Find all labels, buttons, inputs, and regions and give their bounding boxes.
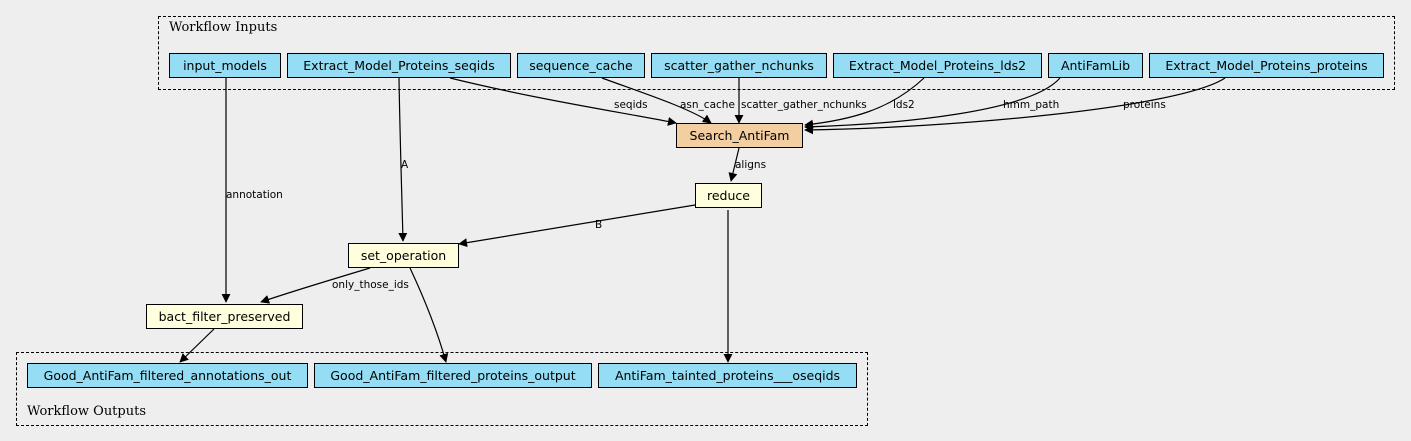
edge-label-only-those-ids: only_those_ids [332,279,409,291]
input-node-sequence-cache[interactable]: sequence_cache [517,53,645,78]
edge-seqids-to-set-operation [398,77,408,242]
input-node-extract-model-proteins-proteins[interactable]: Extract_Model_Proteins_proteins [1149,53,1384,78]
edge-label-annotation: annotation [226,189,283,201]
output-node-good-antifam-filtered-proteins-output[interactable]: Good_AntiFam_filtered_proteins_output [314,363,592,388]
workflow-outputs-cluster: Workflow Outputs [16,352,868,426]
edge-set-operation-to-bact-filter [260,267,371,304]
edge-seqids-to-search [449,77,677,126]
input-node-extract-model-proteins-seqids[interactable]: Extract_Model_Proteins_seqids [287,53,511,78]
step-node-search-antifam[interactable]: Search_AntiFam [676,123,803,148]
edge-reduce-to-set-operation [458,204,696,248]
edge-antifamlib-to-search [804,77,1061,132]
step-node-set-operation[interactable]: set_operation [348,243,459,268]
workflow-inputs-cluster: Workflow Inputs [158,16,1395,90]
edge-label-scatter-gather-nchunks: scatter_gather_nchunks [741,99,867,111]
edge-label-lds2: lds2 [893,99,915,111]
output-node-antifam-tainted-proteins-oseqids[interactable]: AntiFam_tainted_proteins___oseqids [598,363,857,388]
input-node-antifamlib[interactable]: AntiFamLib [1048,53,1143,78]
edge-label-a: A [401,159,409,171]
edge-label-seqids: seqids [614,99,648,111]
input-node-scatter-gather-nchunks[interactable]: scatter_gather_nchunks [651,53,827,78]
edge-search-to-reduce [728,147,740,182]
edge-set-operation-to-proteins-output [409,267,449,363]
edge-label-hmm-path: hmm_path [1003,99,1059,111]
input-node-input-models[interactable]: input_models [169,53,281,78]
edge-label-b: B [595,219,602,231]
edge-sequence-cache-to-search [601,77,712,124]
output-node-good-antifam-filtered-annotations-out[interactable]: Good_AntiFam_filtered_annotations_out [27,363,308,388]
step-node-bact-filter-preserved[interactable]: bact_filter_preserved [146,304,303,329]
edge-label-asn-cache: asn_cache [680,99,735,111]
input-node-extract-model-proteins-lds2[interactable]: Extract_Model_Proteins_lds2 [833,53,1042,78]
edge-label-aligns: aligns [735,159,766,171]
edge-proteins-to-search [804,77,1226,135]
workflow-outputs-title: Workflow Outputs [27,404,146,419]
workflow-inputs-title: Workflow Inputs [169,20,278,35]
step-node-reduce[interactable]: reduce [695,183,762,208]
edge-lds2-to-search [804,77,925,129]
edge-bact-filter-to-annotations-out [179,328,215,363]
edge-label-proteins: proteins [1123,99,1166,111]
